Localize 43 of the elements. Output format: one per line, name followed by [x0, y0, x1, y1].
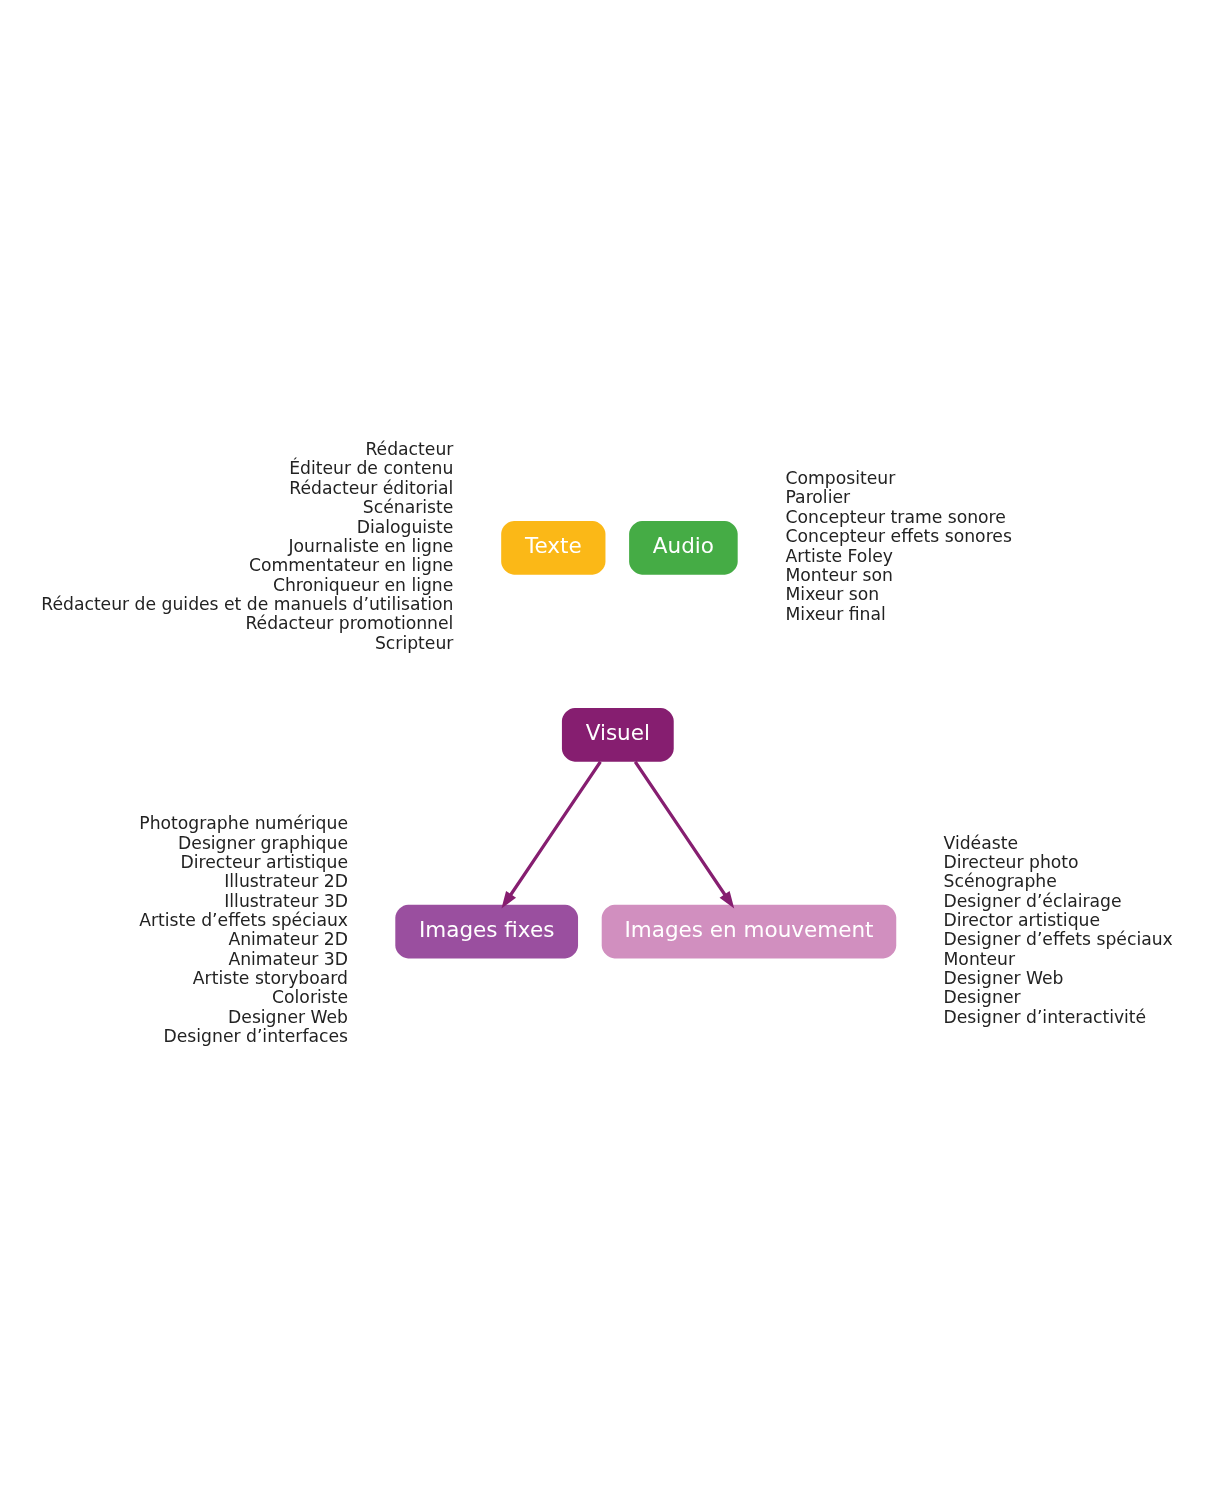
node-label: Coloriste	[272, 987, 348, 1008]
node-label: Designer	[943, 987, 1021, 1008]
node-label: Designer graphique	[178, 832, 348, 853]
node-label: Designer Web	[943, 968, 1064, 989]
node-label: Illustrateur 3D	[224, 890, 348, 911]
node-label: Artiste Foley	[785, 545, 893, 566]
node-label: Designer Web	[228, 1006, 348, 1027]
node-label: Commentateur en ligne	[249, 555, 454, 576]
node-label: Rédacteur promotionnel	[245, 613, 454, 634]
node-label: Vidéaste	[943, 832, 1018, 853]
node-label: Rédacteur éditorial	[289, 477, 454, 498]
node-label: Monteur	[943, 948, 1016, 969]
node-label: Éditeur de contenu	[289, 458, 454, 479]
node-label: Artiste d’effets spéciaux	[139, 909, 348, 930]
node-label: Photographe numérique	[139, 813, 348, 834]
node-label: Parolier	[785, 487, 851, 508]
node-label: Designer d’interfaces	[163, 1026, 348, 1047]
node-box: Audio	[629, 520, 738, 575]
node-box: Images fixes	[395, 904, 579, 959]
arrow	[501, 760, 602, 909]
node-label: Rédacteur	[365, 439, 454, 460]
node-label: Designer d’effets spéciaux	[943, 929, 1173, 950]
node-label: Concepteur effets sonores	[785, 526, 1012, 547]
node-label: Illustrateur 2D	[224, 871, 348, 892]
node-label: Scripteur	[374, 632, 454, 653]
node-box: Texte	[501, 520, 606, 575]
node-label: Animateur 3D	[228, 948, 348, 969]
node-label: Directeur photo	[943, 851, 1079, 872]
node-label: Scénographe	[943, 871, 1057, 892]
node-box: Visuel	[561, 707, 674, 762]
node-label: Chroniqueur en ligne	[272, 574, 454, 595]
node-label: Artiste storyboard	[192, 968, 348, 989]
node-label: Compositeur	[785, 468, 896, 489]
node-label: Mixeur final	[785, 603, 886, 624]
node-label: Scénariste	[362, 497, 454, 518]
node-label: Animateur 2D	[228, 929, 348, 950]
node-label: Concepteur trame sonore	[785, 506, 1006, 527]
node-label: Designer d’interactivité	[943, 1006, 1147, 1027]
node-box: Images en mouvement	[601, 904, 897, 959]
node-label: Designer d’éclairage	[943, 890, 1122, 911]
node-label: Dialoguiste	[356, 516, 454, 537]
node-label: Mixeur son	[785, 584, 880, 605]
arrow	[633, 760, 735, 909]
